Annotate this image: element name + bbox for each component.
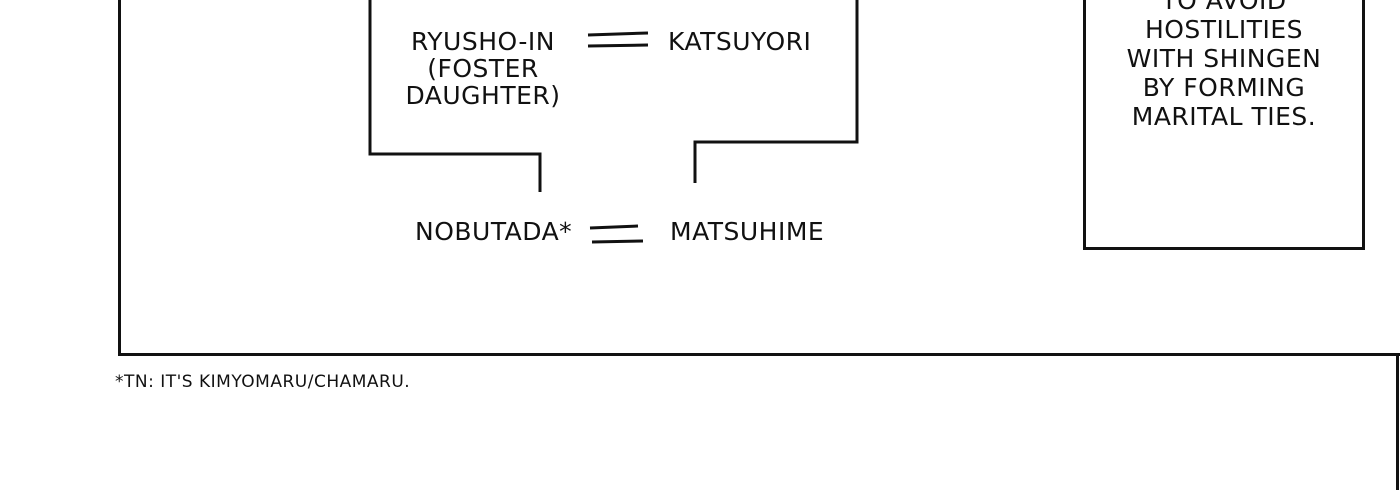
- katsuyori-label: KATSUYORI: [668, 27, 812, 56]
- translator-footnote: *TN: IT'S KIMYOMARU/CHAMARU.: [115, 372, 411, 392]
- side-note-text: TO AVOID HOSTILITIES WITH SHINGEN BY FOR…: [1126, 0, 1322, 131]
- family-tree-panel: [118, 0, 1400, 356]
- marriage-line-top-2: [587, 43, 649, 48]
- nobutada-label: NOBUTADA*: [415, 217, 573, 246]
- marriage-line-top-1: [587, 31, 649, 37]
- marriage-line-bottom-2: [591, 239, 644, 244]
- ryusho-in-label: RYUSHO-IN (FOSTER DAUGHTER): [405, 27, 561, 110]
- next-panel-edge: [1396, 356, 1399, 490]
- matsuhime-label: MATSUHIME: [670, 217, 825, 246]
- side-note-box: [1083, 0, 1365, 250]
- marriage-line-bottom-1: [589, 224, 639, 230]
- lineage-line-right: [693, 0, 859, 183]
- lineage-line-left: [368, 0, 542, 192]
